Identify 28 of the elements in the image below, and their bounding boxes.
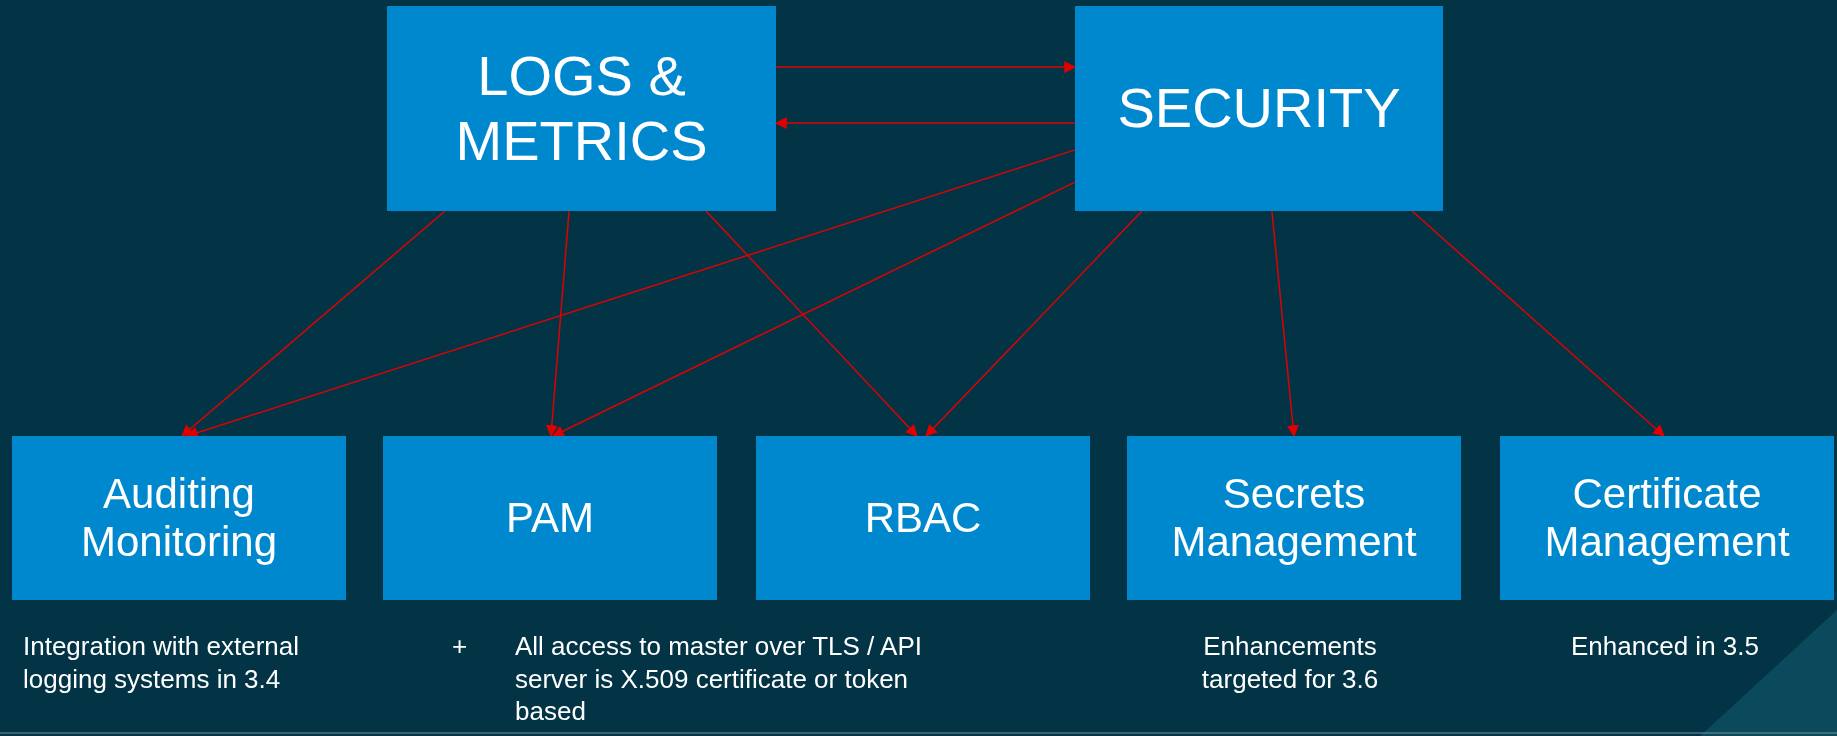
category-box <box>1075 6 1443 211</box>
plus-sign: + <box>452 630 469 663</box>
category-box <box>387 6 776 211</box>
note-text: Enhancements targeted for 3.6 <box>1200 630 1380 695</box>
box-label: LOGS & METRICS <box>454 44 709 173</box>
category-box <box>756 436 1090 600</box>
box-label: Certificate Management <box>1543 469 1791 567</box>
category-box <box>1127 436 1461 600</box>
category-box <box>383 436 717 600</box>
arrow <box>775 61 1077 74</box>
arrow <box>545 210 570 438</box>
arrow <box>705 210 918 437</box>
note-text: Enhanced in 3.5 <box>1570 630 1760 663</box>
arrow <box>185 149 1076 439</box>
category-box <box>1500 436 1834 600</box>
arrow <box>551 181 1076 437</box>
arrow <box>181 210 446 437</box>
box-label: RBAC <box>864 493 982 543</box>
box-label: SECURITY <box>1117 76 1401 141</box>
note-text: All access to master over TLS / API server is X.509 certificate or token based <box>515 630 923 728</box>
arrow <box>1411 210 1665 437</box>
category-box <box>12 436 346 600</box>
note-text: Integration with external logging systems in 3.4 <box>23 630 301 695</box>
arrow <box>925 210 1143 437</box>
box-label: Secrets Management <box>1170 469 1418 567</box>
arrow <box>1271 210 1299 438</box>
box-label: PAM <box>506 493 594 543</box>
box-label: Auditing Monitoring <box>79 469 279 567</box>
